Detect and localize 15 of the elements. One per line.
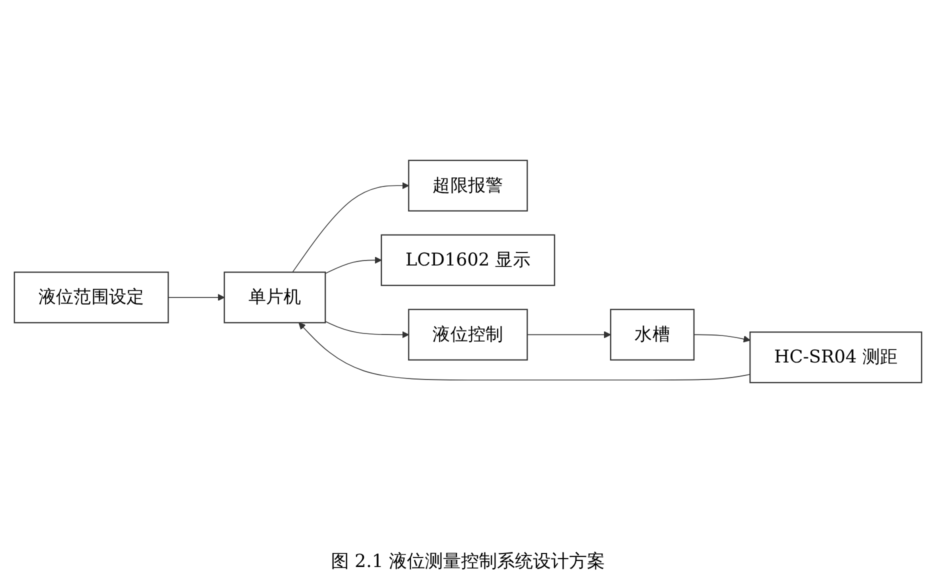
node-box: 超限报警 (408, 160, 528, 212)
arrow (292, 182, 409, 273)
arrow (324, 321, 409, 338)
figure-caption: 图 2.1 液位测量控制系统设计方案 (330, 550, 606, 574)
node-box: 液位控制 (408, 308, 528, 361)
node-box: HC-SR04 测距 (749, 332, 922, 384)
arrow (694, 334, 750, 342)
node-box: 液位范围设定 (14, 272, 169, 324)
arrow (324, 256, 382, 274)
node-box: 单片机 (224, 272, 326, 324)
arrow (526, 331, 611, 338)
arrow (168, 294, 225, 301)
node-box: LCD1602 显示 (380, 234, 556, 286)
arrow (298, 322, 750, 380)
node-box: 水槽 (610, 308, 695, 361)
